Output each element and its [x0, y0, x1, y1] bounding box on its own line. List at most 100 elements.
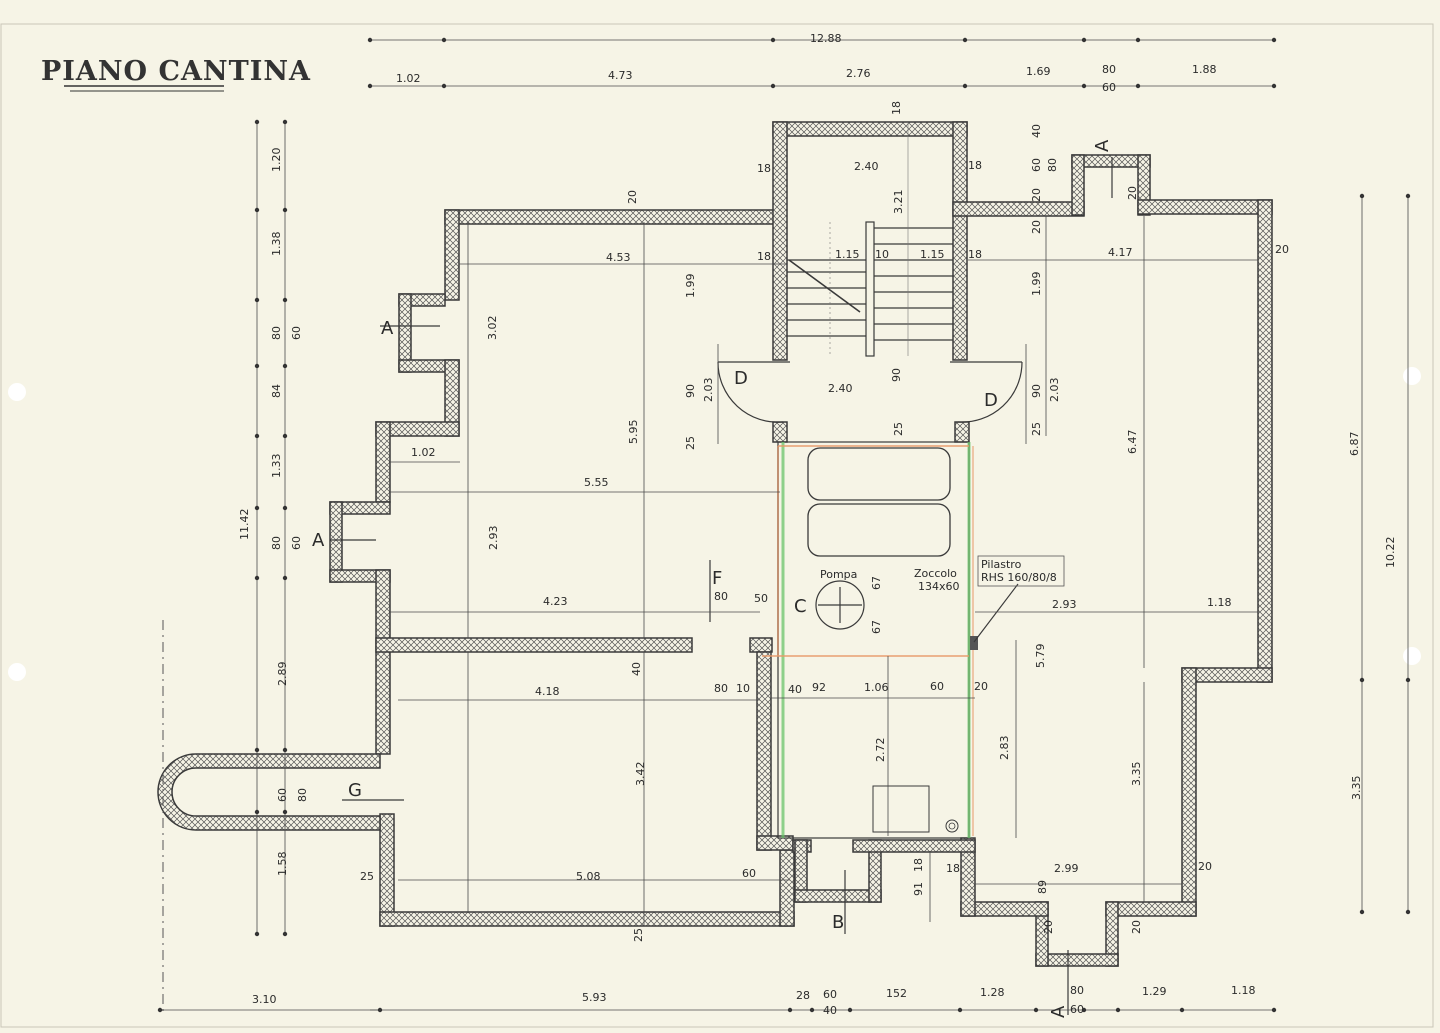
- dim-left: 80: [296, 788, 309, 802]
- dim-left: 80: [270, 536, 283, 550]
- dimension-tick: [770, 83, 776, 89]
- dim-interior: 20: [626, 190, 639, 204]
- dim-interior: 2.72: [874, 738, 887, 763]
- dim-interior: 3.35: [1130, 762, 1143, 787]
- dim-left: 1.33: [270, 454, 283, 479]
- dimension-tick: [282, 747, 288, 753]
- dim-bottom: 28: [796, 989, 810, 1002]
- dim-interior: 60: [742, 867, 756, 880]
- dim-top: 2.76: [846, 67, 871, 80]
- dim-right: 10.22: [1384, 537, 1397, 569]
- section-marker-d: D: [984, 390, 998, 411]
- dim-interior: 4.53: [606, 251, 631, 264]
- dim-interior: 1.18: [1207, 596, 1232, 609]
- dim-interior: 2.40: [854, 160, 879, 173]
- dimension-tick: [1405, 677, 1411, 683]
- dim-interior: 25: [1030, 422, 1043, 436]
- dim-interior: 18: [968, 159, 982, 172]
- dim-interior: 5.79: [1034, 644, 1047, 669]
- stair: [787, 122, 953, 357]
- dim-top: 4.73: [608, 69, 633, 82]
- dim-interior: 67: [870, 576, 883, 590]
- dimension-tick: [254, 363, 260, 369]
- dimension-tick: [254, 433, 260, 439]
- dim-interior: 80: [714, 682, 728, 695]
- punch-hole: [8, 383, 26, 401]
- dim-interior: 2.03: [702, 378, 715, 403]
- section-marker-b: B: [832, 912, 844, 933]
- dimension-tick: [1271, 37, 1277, 43]
- dim-top: 1.02: [396, 72, 421, 85]
- dim-interior: 1.15: [835, 248, 860, 261]
- pillar-label: Pilastro: [981, 558, 1022, 571]
- dimension-tick: [441, 83, 447, 89]
- core-room: [762, 441, 1065, 839]
- dim-interior: 50: [754, 592, 768, 605]
- dimension-tick: [1271, 83, 1277, 89]
- dim-left: 60: [276, 788, 289, 802]
- dimension-tick: [254, 207, 260, 213]
- dim-interior: 92: [812, 681, 826, 694]
- dim-left: 80: [270, 326, 283, 340]
- dimension-tick: [254, 505, 260, 511]
- dimension-tick: [254, 575, 260, 581]
- punch-hole: [8, 663, 26, 681]
- dim-interior: 18: [912, 858, 925, 872]
- dim-left: 1.20: [270, 148, 283, 173]
- dim-interior: 80: [714, 590, 728, 603]
- pillar-spec-label: RHS 160/80/8: [981, 571, 1057, 584]
- dimension-tick: [847, 1007, 853, 1013]
- pillar-symbol: [970, 636, 978, 650]
- dimension-tick: [809, 1007, 815, 1013]
- dim-interior: 1.02: [411, 446, 436, 459]
- dimension-tick: [254, 747, 260, 753]
- dim-interior: 20: [1130, 920, 1143, 934]
- plinth-size-label: 134x60: [918, 580, 960, 593]
- dimension-tick: [282, 297, 288, 303]
- dim-top: 1.69: [1026, 65, 1051, 78]
- dim-bottom: 60: [1070, 1003, 1084, 1016]
- dimension-tick: [787, 1007, 793, 1013]
- dimension-tick: [282, 119, 288, 125]
- dimension-tick: [1359, 677, 1365, 683]
- dim-interior: 20: [1042, 920, 1055, 934]
- dim-interior: 90: [890, 368, 903, 382]
- dim-interior: 1.99: [684, 274, 697, 299]
- dim-interior: 4.18: [535, 685, 560, 698]
- dim-left: 2.89: [276, 662, 289, 687]
- dim-bottom: 80: [1070, 984, 1084, 997]
- dim-left-total: 11.42: [238, 509, 251, 541]
- dim-top: 80: [1102, 63, 1116, 76]
- dimension-tick: [282, 433, 288, 439]
- dim-left: 60: [290, 326, 303, 340]
- section-marker-a: A: [312, 530, 325, 551]
- punch-hole: [1403, 367, 1421, 385]
- dimension-tick: [254, 809, 260, 815]
- dimension-tick: [1271, 1007, 1277, 1013]
- dim-interior: 2.83: [998, 736, 1011, 761]
- dimension-tick: [1081, 37, 1087, 43]
- section-marker-a: A: [1048, 1005, 1069, 1018]
- dim-bottom: 3.10: [252, 993, 277, 1006]
- dim-interior: 60: [1030, 158, 1043, 172]
- dimension-tick: [1115, 1007, 1121, 1013]
- dim-interior: 60: [930, 680, 944, 693]
- dim-bottom: 40: [823, 1004, 837, 1017]
- dim-interior: 89: [1036, 880, 1049, 894]
- dimension-tick: [1405, 193, 1411, 199]
- section-marker-d: D: [734, 368, 748, 389]
- dim-top-total: 12.88: [810, 32, 842, 45]
- dim-interior: 5.08: [576, 870, 601, 883]
- section-marker-g: G: [348, 780, 362, 801]
- dimension-tick: [282, 363, 288, 369]
- dim-interior: 20: [1198, 860, 1212, 873]
- dim-interior: 10: [875, 248, 889, 261]
- dim-right: 3.35: [1350, 776, 1363, 801]
- dimension-tick: [1081, 83, 1087, 89]
- dim-interior: 3.42: [634, 762, 647, 787]
- dim-interior: 67: [870, 620, 883, 634]
- pump-label: Pompa: [820, 568, 857, 581]
- dim-interior: 20: [1030, 188, 1043, 202]
